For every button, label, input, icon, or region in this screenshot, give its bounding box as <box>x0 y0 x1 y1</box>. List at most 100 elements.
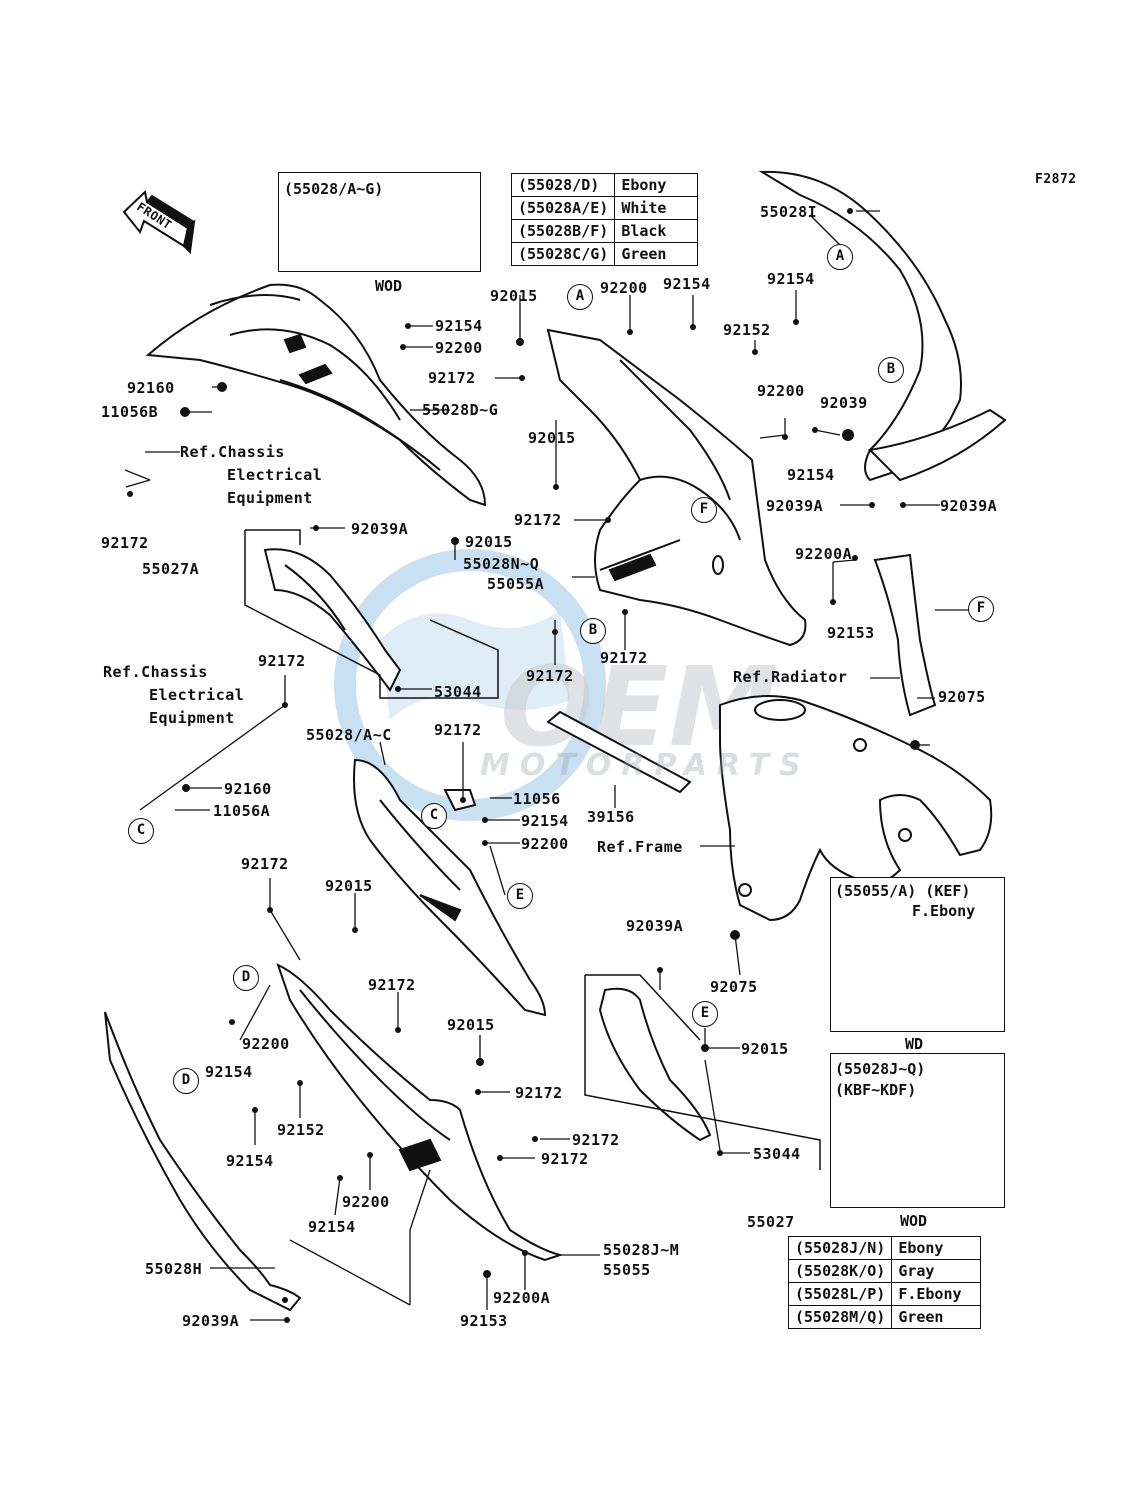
part-label: 92172 <box>515 1084 563 1102</box>
part-label: 92039A <box>766 497 824 515</box>
part-label: Ref.Chassis <box>103 663 208 681</box>
color-table-row: (55028C/G)Green <box>510 242 699 266</box>
part-label: 92200A <box>493 1289 551 1307</box>
part-label: 11056B <box>101 403 159 421</box>
part-label: 92015 <box>447 1016 495 1034</box>
part-label: 92160 <box>224 780 272 798</box>
upper-cowl-left-drawing <box>145 283 487 507</box>
fastener-dots <box>127 208 920 1323</box>
callout-d: D <box>173 1068 199 1094</box>
callout-d: D <box>233 965 259 991</box>
part-label: 92039 <box>820 394 868 412</box>
kbf-inset-caption: WOD <box>900 1212 928 1230</box>
color-name: Green <box>891 1305 982 1329</box>
part-label: 92039A <box>626 917 684 935</box>
callout-a: A <box>827 244 853 270</box>
kbf-inset-subtitle: (KBF~KDF) <box>835 1081 917 1099</box>
part-label: 92200 <box>342 1193 390 1211</box>
callout-b: B <box>878 357 904 383</box>
part-label: 92200 <box>242 1035 290 1053</box>
leader-lines <box>124 210 970 1321</box>
color-name: F.Ebony <box>891 1282 982 1306</box>
color-table-bottom: (55028J/N)Ebony (55028K/O)Gray (55028L/P… <box>787 1236 982 1329</box>
color-name: Ebony <box>614 173 699 197</box>
part-label: 92172 <box>600 649 648 667</box>
panel-55028i-drawing <box>758 170 1007 482</box>
part-label: 92154 <box>226 1152 274 1170</box>
part-label: 55028D~G <box>422 401 499 419</box>
part-label: 92015 <box>490 287 538 305</box>
color-code: (55028J/N) <box>787 1236 893 1260</box>
part-label: 92015 <box>741 1040 789 1058</box>
diagram-code: F2872 <box>1035 172 1077 187</box>
part-label: 92172 <box>434 721 482 739</box>
part-label: 92039A <box>182 1312 240 1330</box>
callout-f: F <box>968 596 994 622</box>
color-table-row: (55028A/E)White <box>510 196 699 220</box>
top-inset-title: (55028/A~G) <box>284 180 384 198</box>
color-code: (55028L/P) <box>787 1282 893 1306</box>
part-label: 92015 <box>325 877 373 895</box>
part-label: 92039A <box>940 497 998 515</box>
part-label: 92172 <box>526 667 574 685</box>
callout-f: F <box>691 497 717 523</box>
callout-a: A <box>567 284 593 310</box>
part-label: Electrical <box>149 686 245 704</box>
callout-c: C <box>421 803 447 829</box>
part-label: 55027 <box>747 1213 795 1231</box>
lower-cowl-side-drawing <box>276 963 564 1262</box>
kef-inset-caption: WD <box>905 1035 924 1053</box>
part-label: 92154 <box>663 275 711 293</box>
color-code: (55028/D) <box>510 173 616 197</box>
part-label: 92160 <box>127 379 175 397</box>
part-label: 92154 <box>435 317 483 335</box>
upper-cowl-center-drawing <box>546 328 807 647</box>
color-code: (55028M/Q) <box>787 1305 893 1329</box>
color-name: Gray <box>891 1259 982 1283</box>
watermark-logo <box>334 549 606 821</box>
part-label: 92172 <box>241 855 289 873</box>
part-label: 92075 <box>938 688 986 706</box>
callout-e: E <box>507 883 533 909</box>
part-label: 92154 <box>308 1218 356 1236</box>
part-label: Equipment <box>149 709 235 727</box>
part-label: 92200 <box>521 835 569 853</box>
part-label: 92039A <box>351 520 409 538</box>
part-label: 92172 <box>514 511 562 529</box>
part-label: Electrical <box>227 466 323 484</box>
kbf-inset-box <box>830 1053 1005 1208</box>
part-label: Ref.Radiator <box>733 668 848 686</box>
part-label: 55028I <box>760 203 818 221</box>
color-table-row: (55028B/F)Black <box>510 219 699 243</box>
part-label: Ref.Chassis <box>180 443 285 461</box>
lower-belly-55028h-drawing <box>104 1011 302 1312</box>
front-arrow-icon <box>122 190 196 255</box>
callout-c: C <box>128 818 154 844</box>
callout-e: E <box>692 1001 718 1027</box>
part-label: 55028/A~C <box>306 726 392 744</box>
part-label: 92172 <box>572 1131 620 1149</box>
color-code: (55028A/E) <box>510 196 616 220</box>
part-label: 92153 <box>460 1312 508 1330</box>
part-label: 55055 <box>603 1261 651 1279</box>
color-table-row: (55028L/P)F.Ebony <box>787 1282 982 1306</box>
color-table-row: (55028J/N)Ebony <box>787 1236 982 1260</box>
part-label: Ref.Frame <box>597 838 683 856</box>
part-label: 55028J~M <box>603 1241 680 1259</box>
inner-panel-55027a-drawing <box>263 548 402 692</box>
part-label: 55028H <box>145 1260 203 1278</box>
kef-inset-box <box>830 877 1005 1032</box>
color-table-row: (55028/D)Ebony <box>510 173 699 197</box>
part-label: 92152 <box>277 1121 325 1139</box>
radiator-side-panel-drawing <box>873 553 937 717</box>
top-inset-box <box>278 172 481 272</box>
part-label: 92200 <box>435 339 483 357</box>
part-label: 55028N~Q <box>463 555 540 573</box>
part-label: 53044 <box>434 683 482 701</box>
part-label: 92153 <box>827 624 875 642</box>
kef-inset-title: (55055/A) (KEF) <box>835 882 971 900</box>
part-label: 92015 <box>465 533 513 551</box>
part-label: 92154 <box>767 270 815 288</box>
